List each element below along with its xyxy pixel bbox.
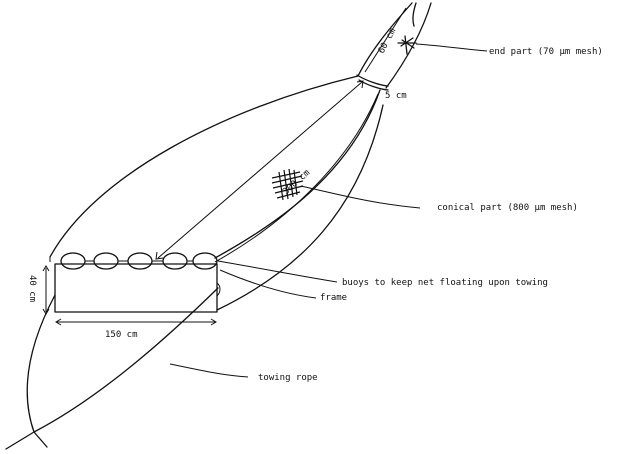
net-outline-upper [49,75,359,258]
end-length-dimension [364,7,407,73]
buoy [192,252,218,270]
ring-label: 5 cm [385,91,407,101]
buoy [93,252,119,270]
width-label: 150 cm [105,330,138,340]
frame-clip [216,282,221,297]
frame [54,263,218,313]
towing-rope-label: towing rope [258,373,318,383]
end-mesh-swatch [397,35,417,55]
net-outline-lower-outer [216,104,384,311]
net-outline-lower [214,89,381,259]
towing-rope [5,287,219,450]
buoys-leader [217,260,338,283]
net-inner-line [214,93,379,263]
end-part-leader [415,43,488,52]
conical-mesh-swatch [271,168,304,201]
buoys [60,252,218,270]
conical-part-label: conical part (800 µm mesh) [437,203,578,213]
buoy [127,252,153,270]
buoy [162,252,188,270]
height-label: 40 cm [27,275,37,302]
towing-rope-leader [169,363,249,378]
codend-outline [357,2,432,89]
height-dimension [42,265,50,315]
end-part-label: end part (70 µm mesh) [489,47,603,57]
buoy [60,252,86,270]
frame-label: frame [320,293,347,303]
conical-part-leader [300,185,421,209]
frame-leader [219,269,317,299]
width-dimension [55,318,217,326]
buoys-label: buoys to keep net floating upon towing [342,278,548,288]
cone-length-dimension [155,80,364,260]
